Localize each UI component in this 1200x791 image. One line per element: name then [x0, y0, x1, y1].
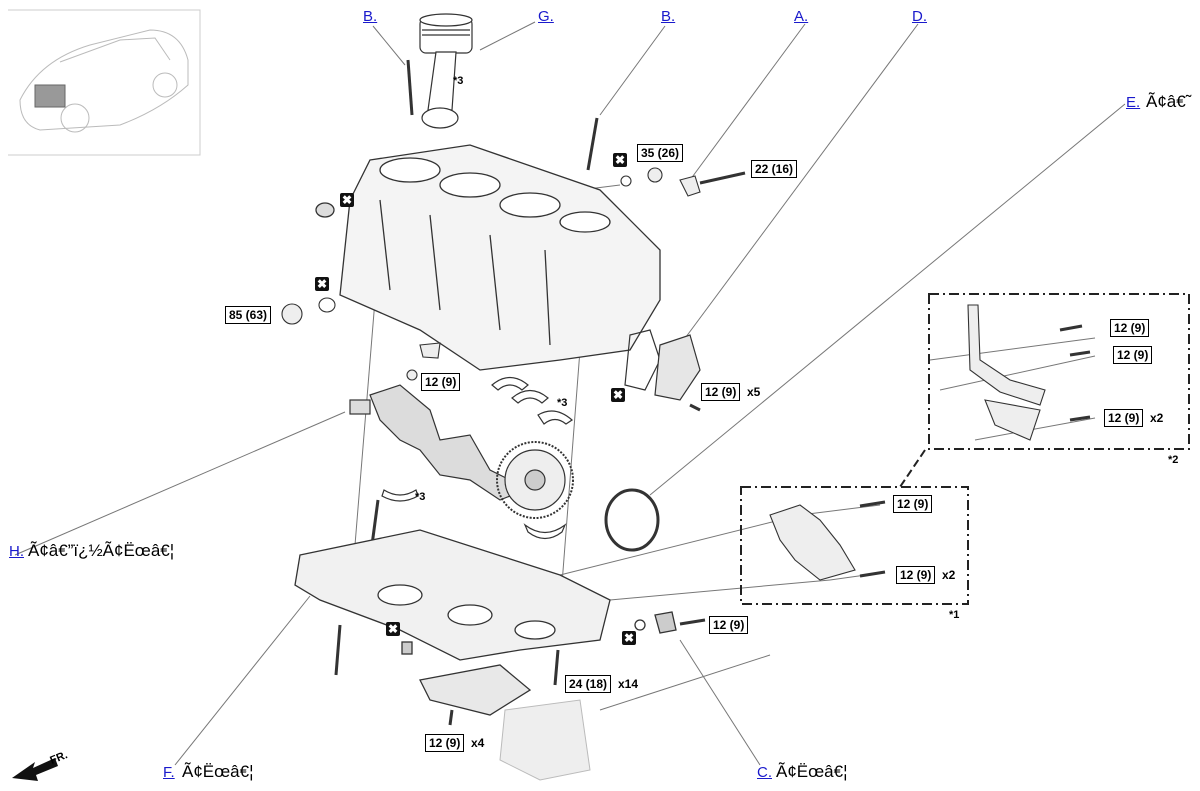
detail-box-2	[928, 293, 1190, 450]
oil-pan-ghost	[499, 699, 591, 781]
torque-12-sensor: 12 (9)	[709, 616, 749, 634]
link-a[interactable]: A.	[794, 8, 809, 25]
non-reusable-icon: ✖	[613, 153, 627, 167]
cylinder-block	[315, 144, 661, 371]
multiplier-top3: x2	[1150, 411, 1164, 425]
note-3-piston: *3	[453, 75, 464, 87]
block-fittings	[281, 167, 746, 381]
lower-crankcase	[294, 529, 706, 726]
link-g[interactable]: G.	[538, 8, 554, 25]
multiplier-cover: x5	[747, 385, 761, 399]
note-1: *1	[949, 609, 960, 621]
torque-12-main: 12 (9)	[421, 373, 461, 391]
multiplier-mid2: x2	[942, 568, 956, 582]
torque-12-mid2: 12 (9)	[896, 566, 936, 584]
link-b-right[interactable]: B.	[661, 8, 676, 25]
front-arrow-icon	[12, 758, 58, 781]
non-reusable-icon: ✖	[315, 277, 329, 291]
note-2: *2	[1168, 454, 1179, 466]
torque-12-top3: 12 (9)	[1104, 409, 1144, 427]
caption-c: Ã¢Ëœâ€¦	[776, 762, 848, 781]
torque-24: 24 (18)	[565, 675, 612, 693]
torque-12-cover: 12 (9)	[701, 383, 741, 401]
detail-2-brackets	[967, 304, 1091, 441]
link-b-left[interactable]: B.	[363, 8, 378, 25]
torque-12-top1: 12 (9)	[1110, 319, 1150, 337]
leader-lines	[14, 21, 1126, 766]
torque-12-top2: 12 (9)	[1113, 346, 1153, 364]
torque-12-mid1: 12 (9)	[893, 495, 933, 513]
crankshaft	[349, 384, 574, 519]
multiplier-24: x14	[618, 677, 639, 691]
rear-oil-seal	[604, 488, 660, 552]
torque-12-bottom: 12 (9)	[425, 734, 465, 752]
link-f[interactable]: F.	[163, 764, 175, 781]
bearing-shells	[381, 376, 573, 540]
non-reusable-icon: ✖	[622, 631, 636, 645]
vehicle-thumbnail	[8, 9, 201, 156]
head-bolts	[334, 59, 599, 686]
cover-and-gasket	[624, 329, 701, 412]
caption-f: Ã¢Ëœâ€¦	[182, 762, 254, 781]
link-d[interactable]: D.	[912, 8, 927, 25]
torque-22: 22 (16)	[751, 160, 798, 178]
link-e[interactable]: E.	[1126, 94, 1141, 111]
piston-assembly	[419, 13, 473, 129]
non-reusable-icon: ✖	[611, 388, 625, 402]
link-c[interactable]: C.	[757, 764, 772, 781]
non-reusable-icon: ✖	[340, 193, 354, 207]
non-reusable-icon: ✖	[386, 622, 400, 636]
note-3-lower: *3	[415, 491, 426, 503]
detail-box-1	[740, 486, 969, 605]
caption-h: Ã¢â€”ï¿½Ã¢Ëœâ€¦	[28, 541, 175, 560]
detail-1-bracket	[769, 500, 886, 581]
note-3-bearing: *3	[557, 397, 568, 409]
link-h[interactable]: H.	[9, 543, 24, 560]
torque-35: 35 (26)	[637, 144, 684, 162]
caption-e: Ã¢â€˜	[1146, 92, 1192, 111]
multiplier-bottom: x4	[471, 736, 485, 750]
torque-85: 85 (63)	[225, 306, 272, 324]
